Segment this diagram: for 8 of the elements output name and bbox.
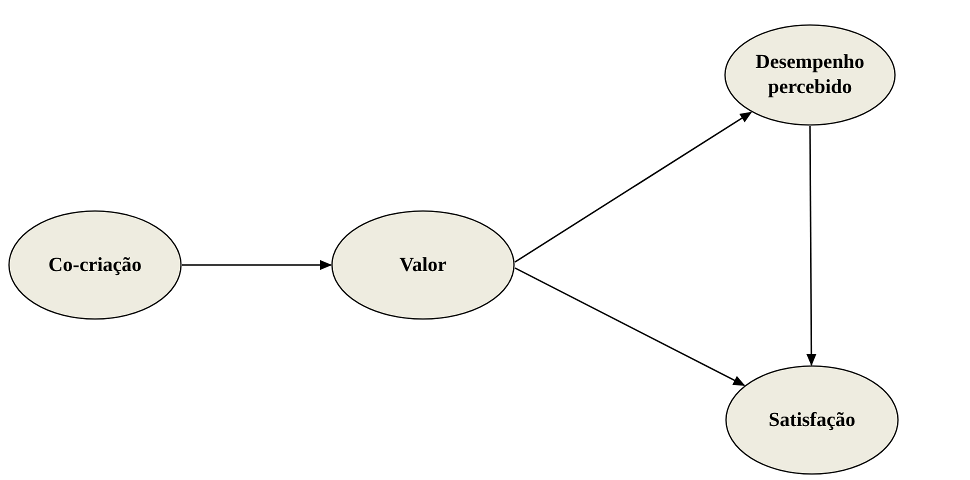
node-label: Co-criação — [48, 252, 142, 278]
node-label: Valor — [399, 252, 447, 278]
arrow — [514, 267, 746, 386]
arrow — [806, 126, 816, 366]
arrow — [182, 260, 332, 270]
arrow — [514, 112, 752, 263]
node-label: Satisfação — [768, 408, 856, 432]
node-label: Desempenho percebido — [754, 50, 866, 100]
